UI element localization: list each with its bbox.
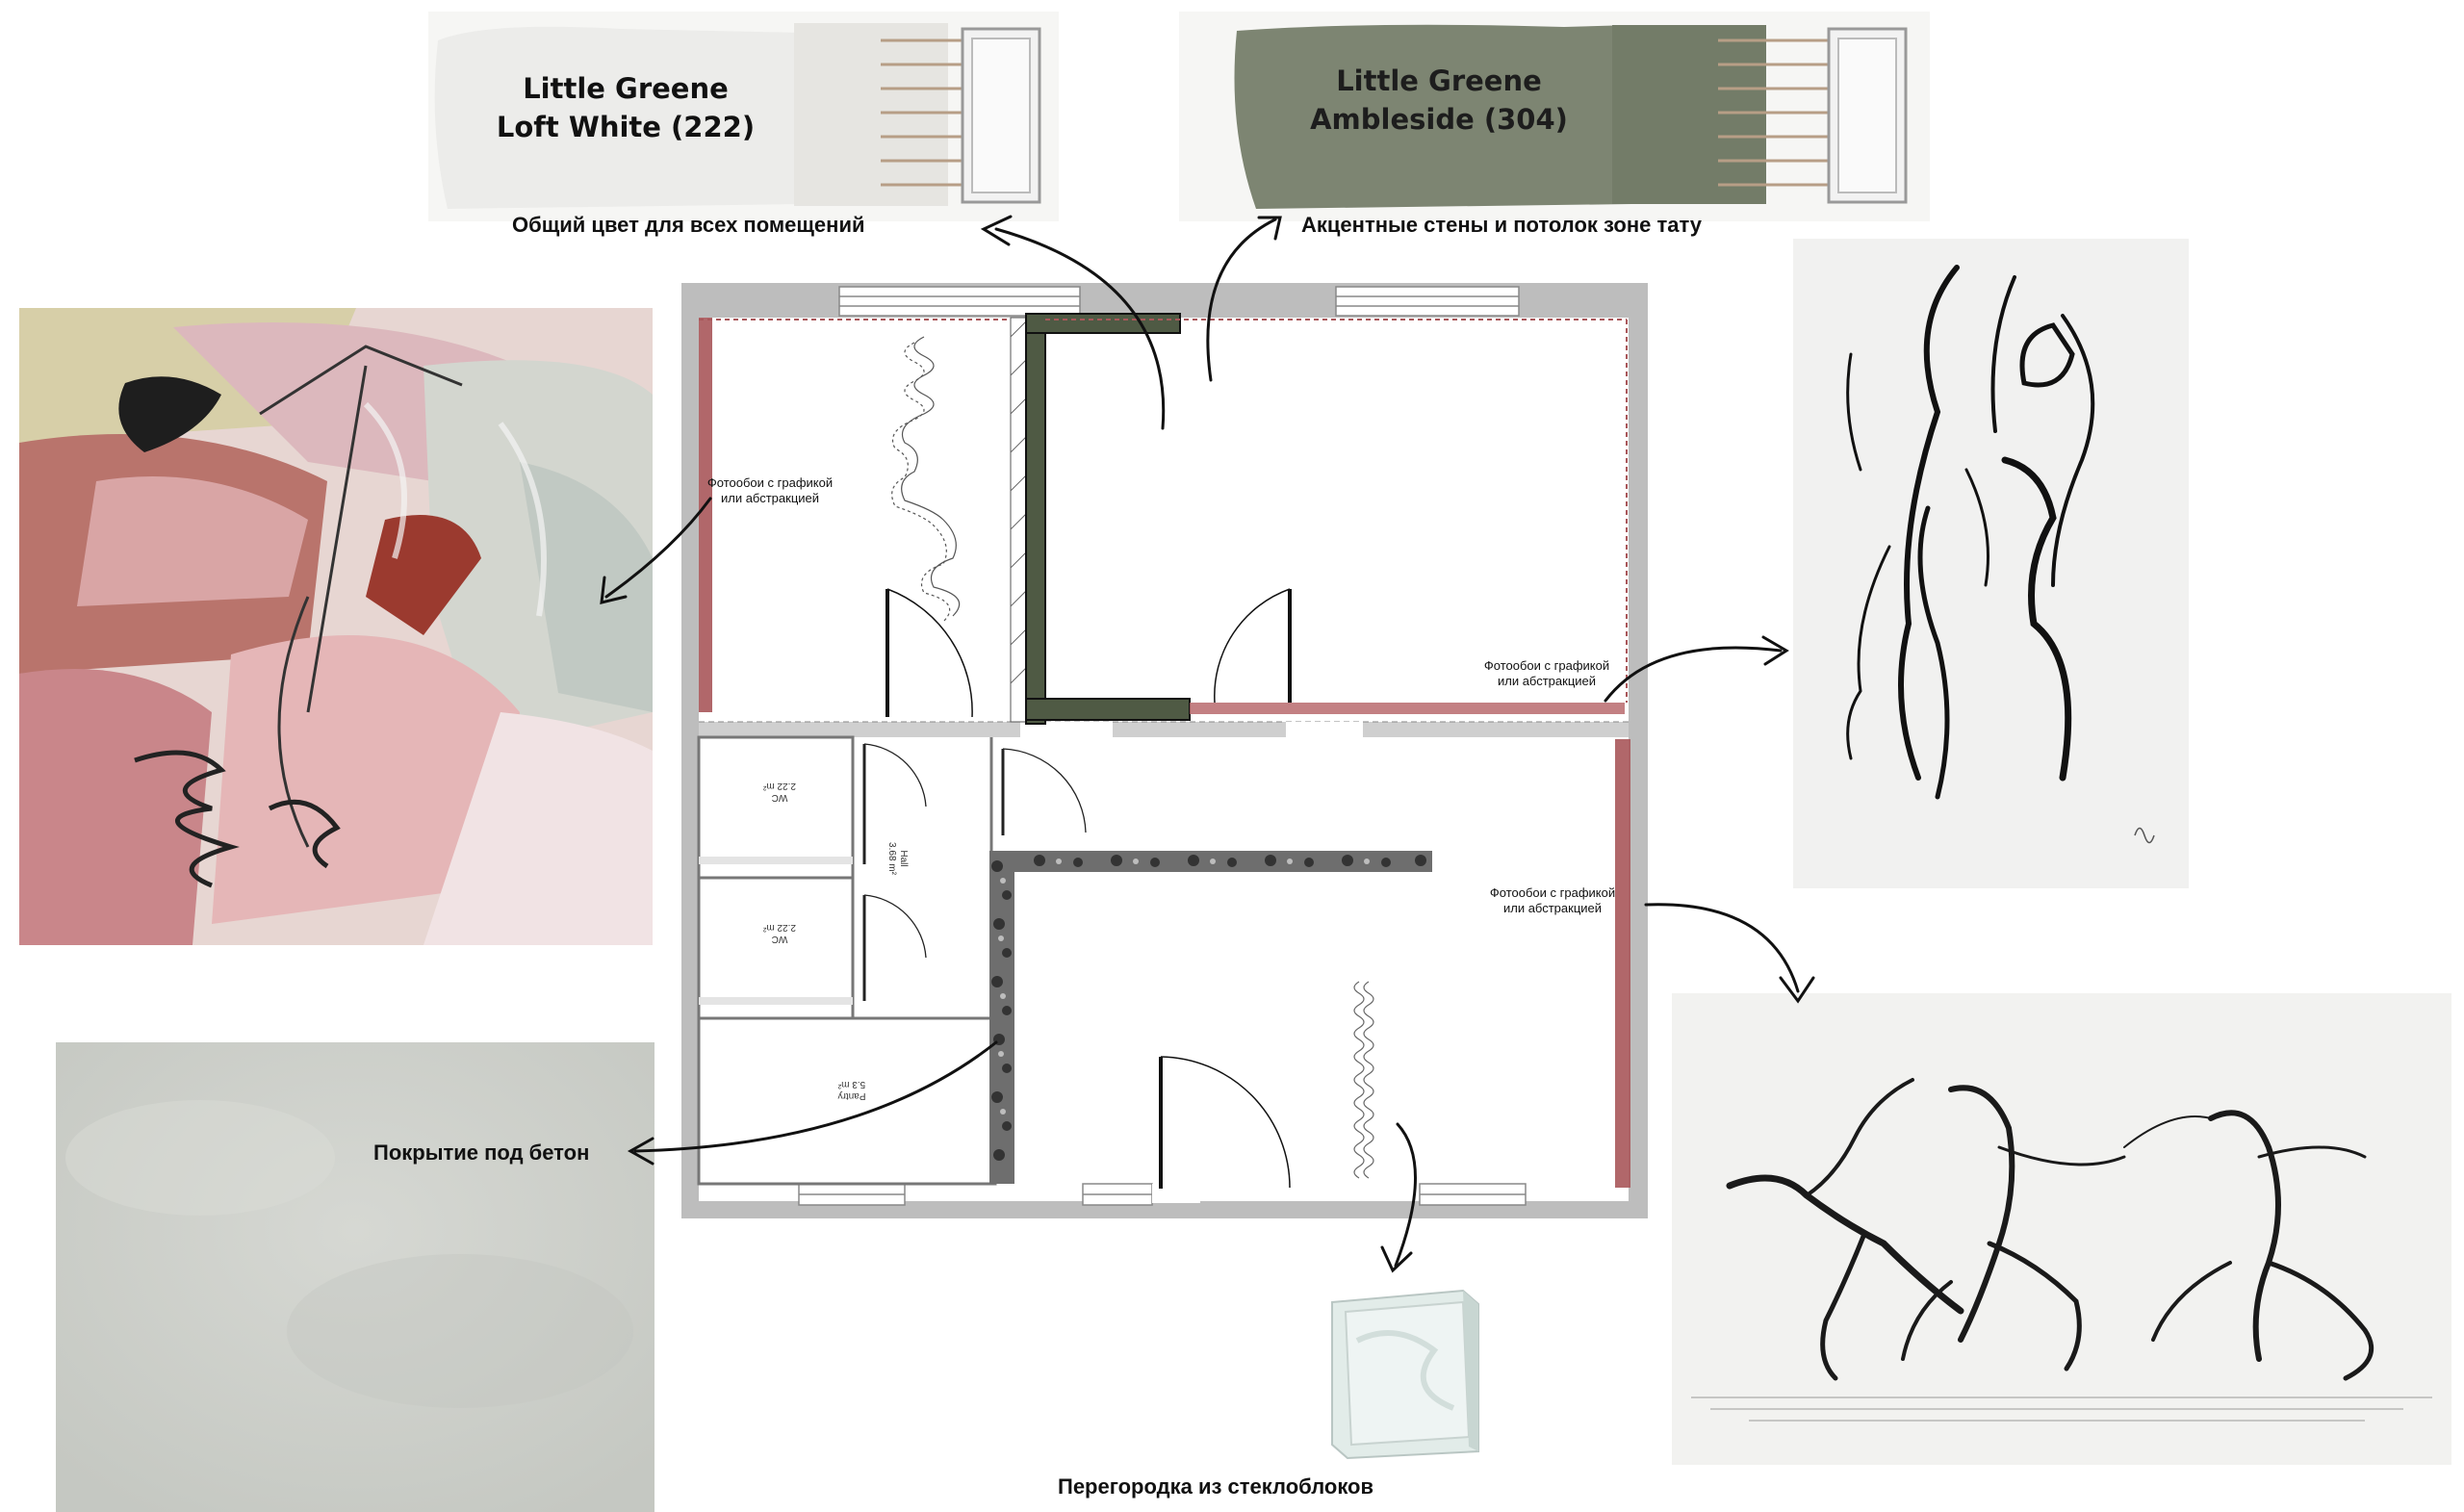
concrete-texture-icon xyxy=(56,1042,654,1512)
caption-glass-partition: Перегородка из стеклоблоков xyxy=(1058,1474,1374,1499)
figure-line-drawing xyxy=(1793,239,2189,888)
room-name: WC xyxy=(771,792,788,803)
room-label-pantry: Pantry 5.3 m² xyxy=(818,1078,886,1101)
room-area: 5.3 m² xyxy=(837,1079,866,1089)
caption-concrete: Покрытие под бетон xyxy=(373,1140,590,1165)
note-line: Фотообои с графикой xyxy=(1483,658,1610,673)
room-label-wc-1: WC 2.22 m² xyxy=(751,780,808,803)
swatch-brand: Little Greene xyxy=(523,72,729,105)
room-name: WC xyxy=(771,934,788,944)
swatch-ambleside: Little Greene Ambleside (304) xyxy=(1179,12,1930,221)
room-name: Pantry xyxy=(837,1090,866,1101)
floor-plan: WC 2.22 m² WC 2.22 m² Hall 3.68 m² Pantr… xyxy=(674,279,1656,1222)
paintbrush-icon xyxy=(428,12,1059,221)
arrow-to-dancers xyxy=(1644,903,1800,993)
paintbrush-icon xyxy=(1179,12,1930,221)
glass-block-icon xyxy=(1331,1289,1479,1460)
caption-common-color: Общий цвет для всех помещений xyxy=(512,213,865,237)
glass-block xyxy=(1319,1283,1484,1461)
room-name: Hall xyxy=(898,850,909,867)
swatch-loft-white: Little Greene Loft White (222) xyxy=(428,12,1059,221)
abstract-painting-icon xyxy=(19,308,653,945)
caption-accent-walls: Акцентные стены и потолок зоне тату xyxy=(1301,213,1703,237)
abstract-painting xyxy=(19,308,653,945)
swatch-name: Ambleside (304) xyxy=(1310,103,1568,136)
room-area: 2.22 m² xyxy=(763,922,796,933)
room-label-wc-2: WC 2.22 m² xyxy=(751,921,808,944)
swatch-name: Loft White (222) xyxy=(496,111,756,143)
line-drawing-figure-icon xyxy=(1793,239,2189,888)
swatch-brand: Little Greene xyxy=(1336,64,1542,97)
dancers-sketch xyxy=(1672,993,2451,1465)
note-wallpaper-right-lower: Фотообои с графикой или абстракцией xyxy=(1480,885,1625,916)
arrow-head xyxy=(1380,1245,1413,1273)
note-line: или абстракцией xyxy=(1502,901,1603,915)
note-line: Фотообои с графикой xyxy=(1489,885,1616,900)
concrete-texture xyxy=(56,1042,654,1512)
room-label-hall: Hall 3.68 m² xyxy=(886,839,909,878)
room-area: 3.68 m² xyxy=(886,842,897,875)
room-area: 2.22 m² xyxy=(763,781,796,791)
note-line: или абстракцией xyxy=(720,491,820,505)
note-wallpaper-right-upper: Фотообои с графикой или абстракцией xyxy=(1475,658,1619,689)
dancers-sketch-icon xyxy=(1672,993,2451,1465)
note-line: Фотообои с графикой xyxy=(706,475,834,490)
arrow-head xyxy=(1761,635,1789,666)
note-line: или абстракцией xyxy=(1497,674,1597,688)
note-wallpaper-left: Фотообои с графикой или абстракцией xyxy=(699,475,841,506)
